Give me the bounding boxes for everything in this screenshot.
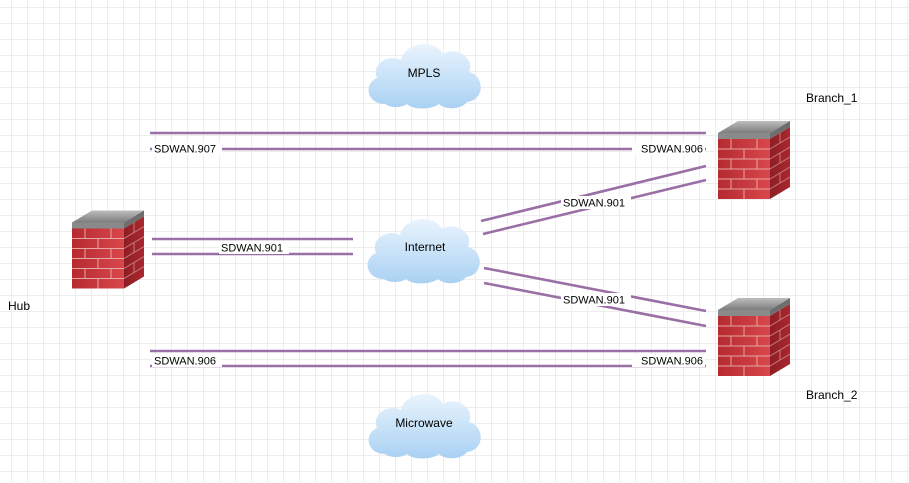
link-microwave[interactable] — [150, 349, 706, 368]
firewall-icon — [72, 209, 144, 290]
link-label-mpls-hub: SDWAN.907 — [152, 142, 222, 156]
link-label-hub-internet: SDWAN.901 — [219, 241, 289, 255]
cloud-mpls-label: MPLS — [408, 66, 441, 80]
svg-text:SDWAN.907: SDWAN.907 — [154, 144, 216, 156]
node-hub-label: Hub — [8, 299, 30, 313]
cloud-internet[interactable]: Internet — [367, 218, 480, 284]
node-branch-2-label: Branch_2 — [806, 388, 858, 402]
node-hub[interactable]: Hub — [8, 209, 144, 314]
node-branch-1-label: Branch_1 — [806, 91, 858, 105]
link-label-microwave-branch2: SDWAN.906 — [632, 354, 705, 368]
svg-text:SDWAN.901: SDWAN.901 — [221, 243, 283, 255]
svg-text:SDWAN.901: SDWAN.901 — [563, 295, 625, 307]
link-label-microwave-hub: SDWAN.906 — [152, 354, 222, 368]
firewall-icon — [718, 120, 790, 200]
link-label-internet-branch1: SDWAN.901 — [561, 196, 631, 210]
link-label-internet-branch2: SDWAN.901 — [561, 293, 631, 307]
cloud-mpls[interactable]: MPLS — [368, 43, 481, 109]
cloud-microwave-label: Microwave — [395, 416, 453, 430]
link-mpls[interactable] — [150, 131, 706, 151]
cloud-microwave[interactable]: Microwave — [368, 393, 481, 459]
node-branch-2[interactable]: Branch_2 — [718, 297, 858, 402]
cloud-internet-label: Internet — [405, 240, 446, 254]
svg-text:SDWAN.906: SDWAN.906 — [641, 144, 703, 156]
svg-text:SDWAN.906: SDWAN.906 — [154, 356, 216, 368]
link-label-mpls-branch1: SDWAN.906 — [632, 142, 705, 156]
firewall-icon — [718, 297, 790, 377]
svg-text:SDWAN.906: SDWAN.906 — [641, 356, 703, 368]
node-branch-1[interactable]: Branch_1 — [718, 91, 858, 200]
svg-text:SDWAN.901: SDWAN.901 — [563, 198, 625, 210]
